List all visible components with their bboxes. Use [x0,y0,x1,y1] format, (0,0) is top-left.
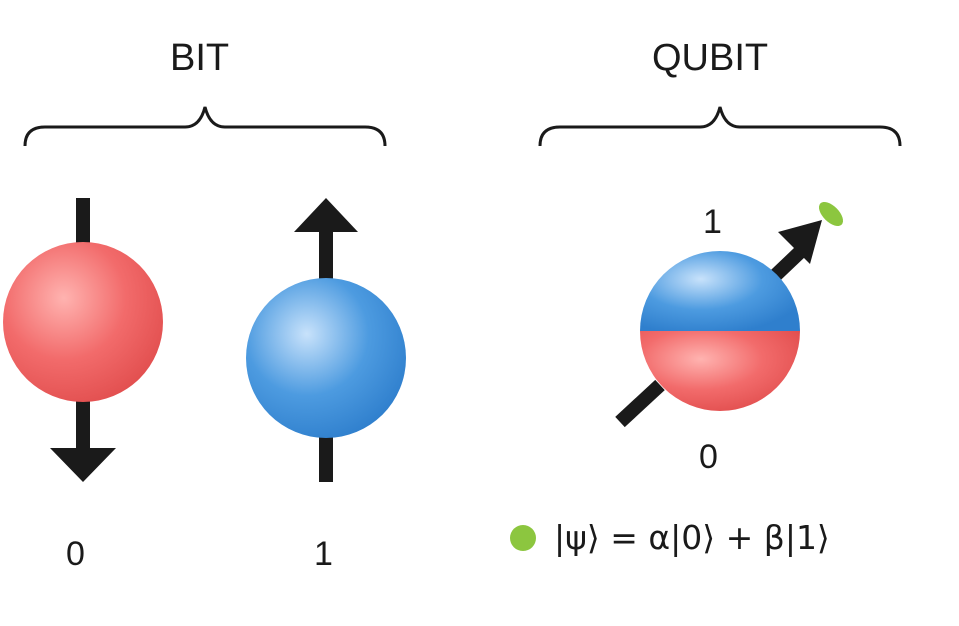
qubit-bottom-state-label: 0 [699,438,718,476]
bit-one-label: 1 [314,535,333,573]
bit-one-sphere [246,278,406,438]
qubit-title: QUBIT [652,37,769,79]
superposition-formula: |ψ⟩ = α|0⟩ + β|1⟩ [510,518,830,557]
bit-brace [23,106,387,147]
qubit-spin [615,201,844,428]
bit-one-spin [246,198,406,482]
qubit-top-state-label: 1 [703,203,722,241]
green-dot-icon [510,524,536,551]
bit-title: BIT [170,37,230,79]
qubit-brace [538,106,902,147]
bit-zero-spin [3,198,163,482]
formula-text: |ψ⟩ = α|0⟩ + β|1⟩ [554,518,830,557]
qubit-state-marker [818,201,844,227]
bit-zero-sphere [3,242,163,402]
bit-zero-label: 0 [66,535,85,573]
qubit-sphere [640,251,800,411]
